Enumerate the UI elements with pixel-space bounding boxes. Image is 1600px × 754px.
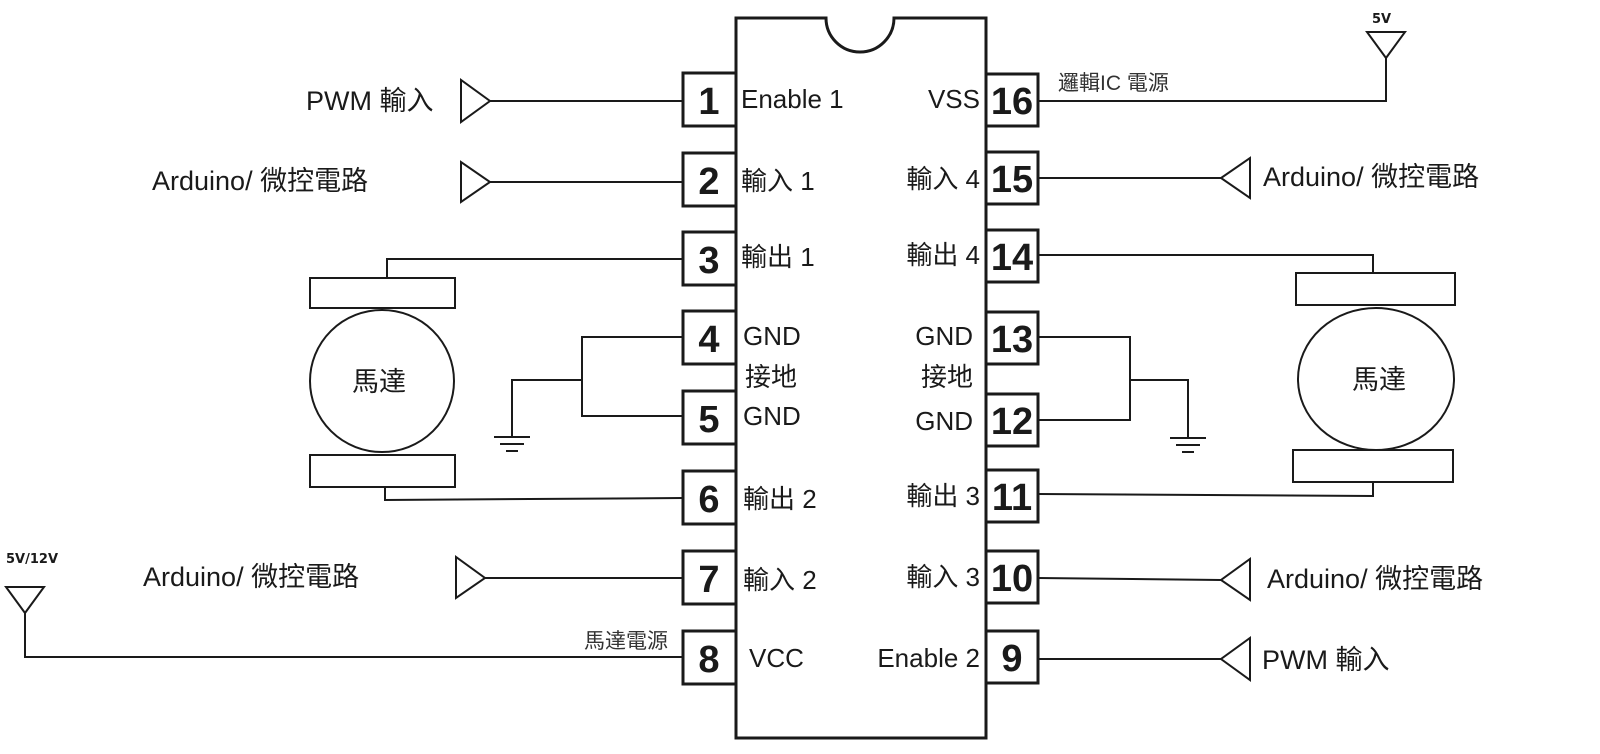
pin-label-14: 輸出 4 [906, 240, 980, 270]
supply-voltage-logic: 5V [1372, 12, 1391, 27]
pin-label-13: GND [915, 321, 973, 351]
pin-14: 14 [984, 228, 1040, 284]
input-arrow-pin9 [1219, 636, 1251, 682]
pin-4: 4 [681, 309, 738, 366]
pin-10: 10 [984, 549, 1040, 605]
pin-15: 15 [984, 150, 1040, 206]
pin-number: 5 [698, 399, 719, 441]
ground-symbol-right [1170, 437, 1206, 453]
input-arrow-pin1 [460, 78, 492, 124]
supply-symbol-logic [1365, 31, 1407, 60]
pin-number: 9 [1001, 638, 1022, 680]
pin-5: 5 [681, 389, 738, 446]
note-motor-power: 馬達電源 [584, 630, 668, 653]
pin-label-3: 輸出 1 [741, 242, 815, 272]
pin-3: 3 [681, 230, 738, 287]
input-arrow-pin2 [460, 160, 492, 204]
ground-symbol-left [494, 436, 530, 452]
motor-label-left: 馬達 [352, 367, 406, 397]
pin-label-15: 輸入 4 [906, 164, 980, 194]
pin-7: 7 [681, 549, 738, 606]
pin-number: 14 [991, 237, 1033, 279]
pin-label-9: Enable 2 [877, 643, 980, 673]
wire-pin3 [386, 258, 683, 278]
supply-voltage-motor: 5V/12V [6, 552, 58, 567]
pin-8: 8 [681, 629, 738, 686]
external-label-pin15: Arduino/ 微控電路 [1263, 162, 1479, 192]
pin-number: 13 [991, 319, 1033, 361]
pin-12: 12 [984, 392, 1040, 448]
wire-pin13 [1038, 336, 1131, 421]
pin-label-2: 輸入 1 [741, 166, 815, 196]
ic-body [734, 16, 988, 740]
note-logic-power: 邏輯IC 電源 [1058, 72, 1169, 95]
wire-pin10 [1037, 577, 1222, 581]
input-arrow-pin7 [455, 555, 487, 600]
pin-label-7: 輸入 2 [743, 565, 817, 595]
pin-number: 6 [698, 479, 719, 521]
external-label-pin2: Arduino/ 微控電路 [152, 166, 368, 196]
pin-number: 15 [991, 159, 1033, 201]
pin-number: 11 [992, 477, 1032, 519]
pin-label-10: 輸入 3 [906, 562, 980, 592]
external-label-pin7: Arduino/ 微控電路 [143, 562, 359, 592]
wire-pin6 [384, 487, 684, 502]
pin-number: 8 [698, 639, 719, 681]
pin-number: 4 [698, 319, 719, 361]
input-arrow-pin15 [1219, 156, 1251, 200]
pin-number: 10 [991, 558, 1033, 600]
input-arrow-pin10 [1219, 557, 1251, 602]
pin-11: 11 [984, 468, 1040, 524]
pin-label-1: Enable 1 [741, 84, 844, 114]
pin-number: 7 [698, 559, 719, 601]
external-label-pin10: Arduino/ 微控電路 [1267, 564, 1483, 594]
wire-pin11 [1037, 482, 1374, 498]
wire-pin14 [1038, 254, 1374, 273]
pin-9: 9 [984, 629, 1040, 685]
pin-label-4: GND [743, 321, 801, 351]
pin-number: 1 [698, 81, 719, 123]
motor-left [309, 277, 456, 488]
pin-label-16: VSS [928, 84, 980, 114]
pin-2: 2 [681, 151, 738, 208]
pin-6: 6 [681, 469, 738, 526]
wire-pin4 [581, 336, 683, 417]
pin-label-12: GND [915, 406, 973, 436]
external-label-pin9: PWM 輸入 [1262, 645, 1390, 675]
wire-gnd-left [511, 379, 582, 436]
supply-symbol-motor [4, 586, 46, 615]
wire-gnd-right [1130, 379, 1189, 437]
pin-number: 3 [698, 240, 719, 282]
motor-right [1292, 272, 1456, 483]
pin-label-8: VCC [749, 643, 804, 673]
ground-label-left: 接地 [745, 362, 797, 392]
pin-13: 13 [984, 310, 1040, 366]
pin-number: 16 [991, 81, 1033, 123]
pin-16: 16 [984, 72, 1040, 128]
pin-number: 12 [991, 401, 1033, 443]
motor-label-right: 馬達 [1352, 365, 1406, 395]
pin-label-11: 輸出 3 [906, 481, 980, 511]
external-label-pin1: PWM 輸入 [306, 86, 434, 116]
wire-pin16 [1038, 58, 1387, 102]
pin-number: 2 [698, 161, 719, 203]
pin-1: 1 [681, 71, 738, 128]
pin-label-5: GND [743, 401, 801, 431]
ground-label-right: 接地 [921, 362, 973, 392]
pin-label-6: 輸出 2 [743, 484, 817, 514]
wire-pin8 [24, 613, 683, 658]
